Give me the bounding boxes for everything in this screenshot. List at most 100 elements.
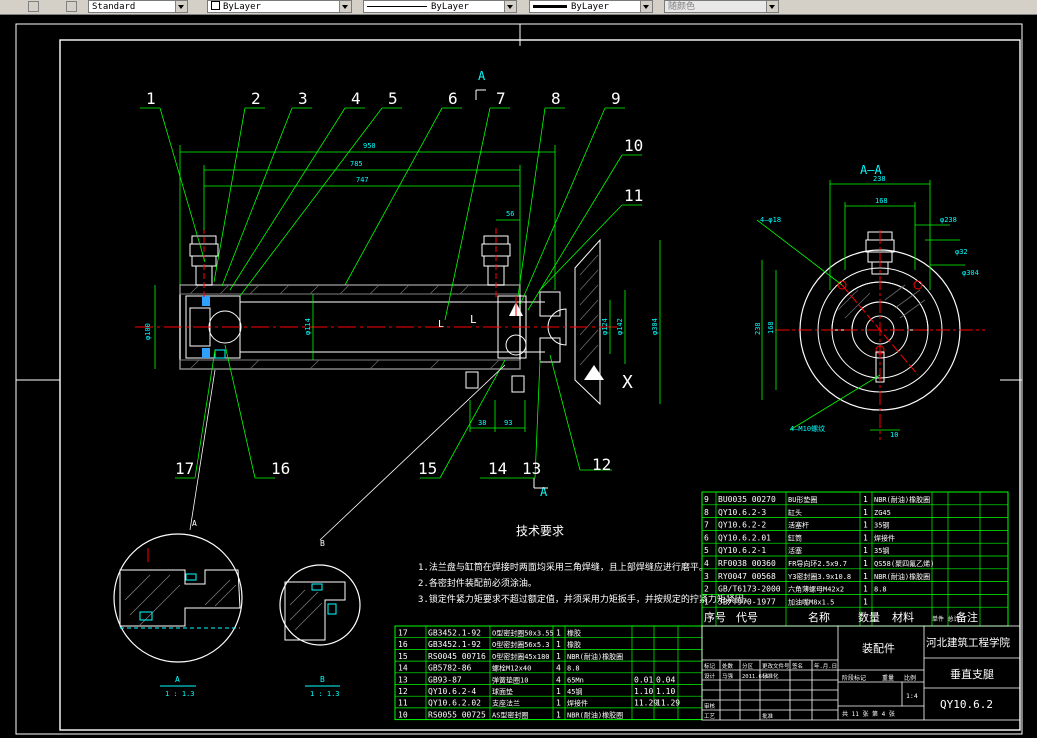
drawing-canvas[interactable]: L L X A A 950 785 747 56 38 93 φ100 φ114… <box>0 14 1037 738</box>
balloon-1: 1 <box>146 89 156 108</box>
chevron-down-icon[interactable] <box>766 1 778 12</box>
dim-747: 747 <box>356 176 369 184</box>
rev-zone: 分区 <box>742 662 754 670</box>
bom-lower-qty: 4 <box>556 675 561 684</box>
bom-lower-code: QY10.6.2-4 <box>428 687 476 696</box>
lineweight-select[interactable]: ByLayer <box>529 0 653 13</box>
bom-upper-mat: 8.8 <box>874 586 887 594</box>
bom-lower-code: RS0055 00725 <box>428 710 486 719</box>
bom-lower-w1: 1.10 <box>634 687 653 696</box>
end-view-dim-texts: 238 168 4—φ18 φ238 φ32 φ304 238 168 4—M1… <box>754 175 979 439</box>
chevron-down-icon[interactable] <box>339 1 351 12</box>
detail-a-letter: A <box>192 519 197 528</box>
bom-upper-code: QY10.6.2-2 <box>718 521 766 530</box>
bom-upper-mat: NBR(耐油)橡胶圈 <box>874 572 930 581</box>
linetype-select[interactable]: ByLayer <box>363 0 517 13</box>
bom-lower-mat: 45钢 <box>567 687 582 696</box>
cylinder-section-view: L L X <box>135 228 633 406</box>
bom-lower-no: 13 <box>398 675 408 684</box>
technical-requirements: 技术要求 1.法兰盘与缸筒在焊接时两面均采用三角焊缝，且上部焊缝应进行磨平。 2… <box>418 524 753 605</box>
dim-93: 93 <box>504 419 512 427</box>
bom-upper-header: 材料 <box>892 610 914 624</box>
balloon-16: 16 <box>271 459 290 478</box>
bom-upper-code: BU0035 00270 <box>718 495 776 504</box>
text-style-select[interactable]: Standard <box>88 0 188 13</box>
bom-upper-qty: 1 <box>863 508 868 517</box>
bom-upper-code: RY0047 00568 <box>718 572 776 581</box>
dim-56: 56 <box>506 210 514 218</box>
tech-title: 技术要求 <box>516 524 564 538</box>
dim-phi32: φ32 <box>955 248 968 256</box>
bom-lower-mat: 橡胶 <box>567 629 581 638</box>
bom-upper-no: 2 <box>704 585 709 594</box>
tech-note-1: 1.法兰盘与缸筒在焊接时两面均采用三角焊缝，且上部焊缝应进行磨平。 <box>418 561 708 573</box>
std-label: 标准化 <box>762 672 779 680</box>
bom-lower-code: GB3452.1-92 <box>428 629 481 638</box>
title-block <box>701 625 1021 721</box>
bom-upper-header: 名称 <box>808 610 830 624</box>
tech-note-3: 3.锁定件紧力矩要求不超过额定值，并须采用力矩扳手，并按规定的拧紧力矩紧固。 <box>418 593 753 605</box>
designer-name: 马强 <box>722 672 734 680</box>
toolbar-button-icon[interactable] <box>28 1 39 12</box>
bom-lower-mat: 橡胶 <box>567 640 581 649</box>
bom-upper-name: 加油嘴M8x1.5 <box>788 597 834 606</box>
chevron-down-icon[interactable] <box>640 1 652 12</box>
dim-phi124: φ124 <box>601 318 609 335</box>
detail-b-scale: 1 : 1.3 <box>310 690 340 698</box>
bom-lower-name: 球面垫 <box>492 687 513 696</box>
color-select[interactable]: ByLayer <box>207 0 352 13</box>
bom-upper-name: 活塞杆 <box>788 521 809 530</box>
rev-sign: 签名 <box>792 662 803 670</box>
review-label: 审核 <box>704 702 716 710</box>
section-markers: A A <box>475 69 548 499</box>
chevron-down-icon[interactable] <box>504 1 516 12</box>
bom-lower-w1: 0.01 <box>634 675 653 684</box>
bom-upper-mat: ZG45 <box>874 509 891 517</box>
bom-upper-name: BU形垫圈 <box>788 495 817 504</box>
detail-a-scale: 1 : 1.3 <box>165 690 195 698</box>
rev-mark: 标记 <box>704 662 716 670</box>
plotstyle-value: 随颜色 <box>668 2 696 12</box>
balloon-13: 13 <box>522 459 541 478</box>
design-label: 设计 <box>704 672 716 680</box>
detail-view-b: B B 1 : 1.3 <box>279 364 506 698</box>
stage-label: 阶段标记 <box>842 674 866 682</box>
bom-lower-no: 11 <box>398 699 408 708</box>
bom-upper-mat: 35钢 <box>874 546 889 555</box>
bom-lower-no: 15 <box>398 652 408 661</box>
bom-lower-w2: 0.04 <box>656 675 675 684</box>
drawing-type: 装配件 <box>862 642 895 655</box>
bom-upper-code: RF0038 00360 <box>718 559 776 568</box>
section-label-top: A <box>478 69 486 83</box>
scale-label: 比例 <box>904 674 916 682</box>
bom-lower-no: 14 <box>398 664 408 673</box>
school-name: 河北建筑工程学院 <box>926 636 1010 649</box>
bom-lower-name: AS型密封圈 <box>492 710 528 719</box>
balloon-10: 10 <box>624 136 643 155</box>
bom-lower-no: 12 <box>398 687 408 696</box>
bom-upper-header: 数量 <box>858 611 880 624</box>
dim-holes18: 4—φ18 <box>760 216 781 224</box>
chevron-down-icon[interactable] <box>175 1 187 12</box>
text-style-icon[interactable] <box>66 1 77 12</box>
sheet-count: 共 11 张 第 4 张 <box>842 710 895 718</box>
bom-lower-qty: 1 <box>556 699 561 708</box>
title-block-text: 装配件 河北建筑工程学院 垂直支腿 QY10.6.2 1:4 阶段标记 重量 比… <box>704 636 1010 720</box>
bom-upper-code: GB/T6173-2000 <box>718 585 781 594</box>
end-view-a-a: A—A <box>775 163 985 440</box>
dim-238-side: 238 <box>754 322 762 335</box>
plotstyle-select[interactable]: 随颜色 <box>664 0 779 13</box>
bom-upper-no: 5 <box>704 546 709 555</box>
dim-m10: 4—M10螺纹 <box>790 424 825 433</box>
design-date: 2011.6.6 <box>742 674 769 680</box>
linetype-sample-icon <box>367 6 427 7</box>
balloon-14: 14 <box>488 459 507 478</box>
part-name: 垂直支腿 <box>950 667 994 681</box>
bom-lower-w1: 11.29 <box>634 699 658 708</box>
bom-upper-name: FR导向环2.5x9.7 <box>788 559 847 568</box>
dimension-lines <box>154 145 661 432</box>
detail-a-label: A <box>175 675 180 684</box>
sheet-frames <box>15 23 1023 735</box>
bom-upper-code: QY10.6.2.01 <box>718 533 771 542</box>
